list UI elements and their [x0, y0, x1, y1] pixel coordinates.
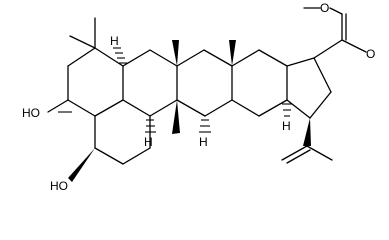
h-label-c9: H — [144, 135, 153, 149]
stereo-hydrogen-hashes — [113, 47, 292, 133]
isopropenyl-bonds — [281, 118, 333, 164]
ester-methoxy-oxygen-label: O — [320, 1, 329, 15]
molecule-canvas: H H H H O O HO HO — [22, 1, 375, 193]
hydroxyl-bonds — [47, 99, 95, 182]
skeletal-structure: H H H H O O HO HO — [22, 1, 375, 193]
h-label-c13: H — [199, 135, 208, 149]
gem-dimethyl-bonds — [69, 17, 96, 49]
h-label-c18: H — [282, 119, 291, 133]
h-label-c5: H — [110, 34, 119, 48]
hydroxyl-c3-label: HO — [22, 106, 40, 120]
hydroxyl-c2-label: HO — [50, 179, 68, 193]
ring-bonds — [67, 47, 332, 165]
ester-group-bonds — [303, 7, 367, 59]
angular-methyl-wedges — [172, 40, 236, 134]
carbonyl-oxygen-label: O — [366, 47, 375, 61]
